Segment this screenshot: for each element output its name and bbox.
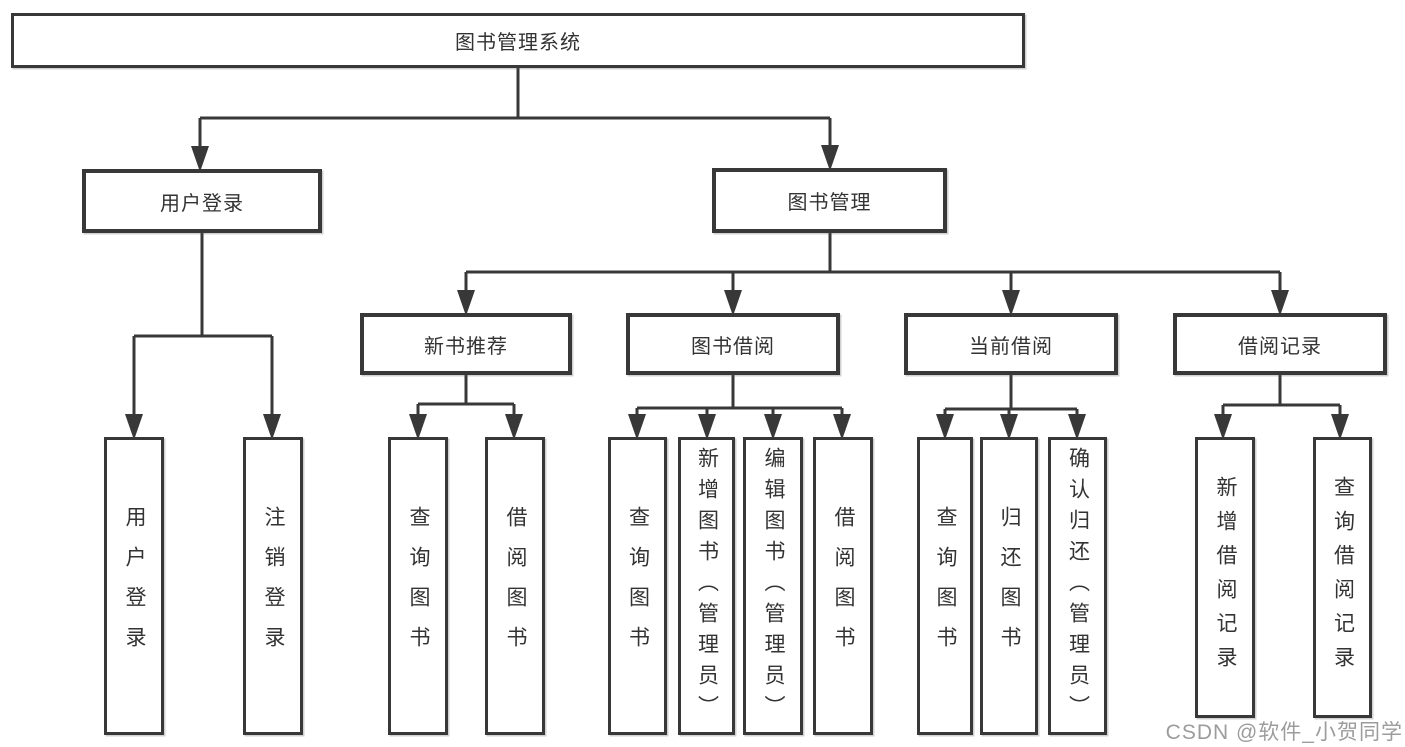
node-edit-book-admin: 编辑图书（管理员） [743, 437, 803, 735]
node-new-book-recommend: 新书推荐 [360, 313, 572, 375]
node-logout: 注销登录 [243, 437, 303, 735]
node-user-login-action: 用户登录 [104, 437, 164, 735]
node-current-borrow: 当前借阅 [904, 313, 1118, 375]
node-add-borrow-record: 新增借阅记录 [1195, 437, 1255, 718]
node-book-management: 图书管理 [712, 168, 947, 233]
node-borrow-books-recommend: 借阅图书 [485, 437, 545, 735]
node-query-borrow-record: 查询借阅记录 [1313, 437, 1372, 718]
node-book-borrow: 图书借阅 [626, 313, 840, 375]
node-query-books-borrow: 查询图书 [608, 437, 667, 735]
node-confirm-return-admin: 确认归还（管理员） [1048, 437, 1107, 735]
node-library-system: 图书管理系统 [11, 13, 1025, 68]
node-add-book-admin: 新增图书（管理员） [678, 437, 735, 735]
watermark: CSDN @软件_小贺同学 [1165, 721, 1403, 744]
node-borrow-records: 借阅记录 [1173, 313, 1387, 375]
node-user-login: 用户登录 [82, 169, 322, 233]
node-query-books-current: 查询图书 [917, 437, 973, 735]
node-borrow-books: 借阅图书 [813, 437, 873, 735]
node-return-books: 归还图书 [980, 437, 1038, 735]
node-query-books-recommend: 查询图书 [388, 437, 448, 735]
